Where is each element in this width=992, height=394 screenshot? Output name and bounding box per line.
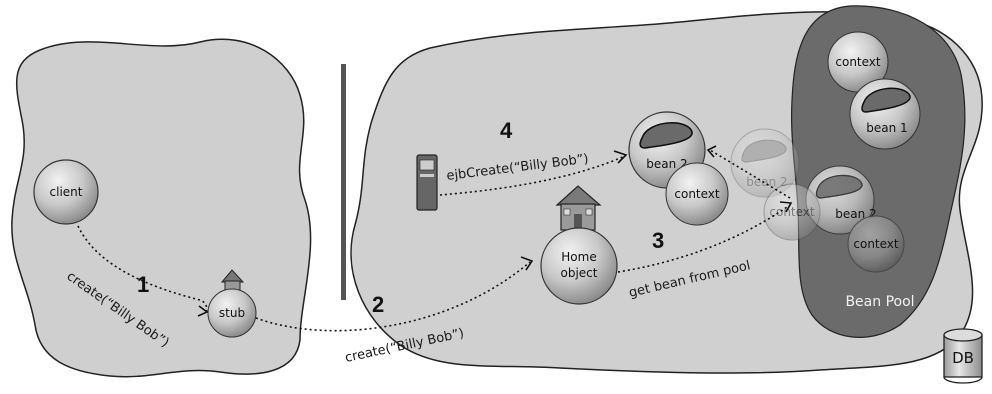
bean-icon	[639, 122, 693, 149]
bean-icon	[861, 87, 911, 113]
bean-pool	[791, 5, 966, 338]
client-label: client	[50, 185, 83, 199]
home-object-label-2: object	[561, 266, 598, 280]
client: client	[33, 159, 99, 225]
pool-bean1: bean 1	[849, 78, 921, 150]
step4-number: 4	[500, 118, 513, 143]
context-active: context	[665, 162, 729, 226]
ghost-bean2: bean 2	[730, 128, 800, 198]
pool-context-top: context	[827, 31, 889, 93]
house-icon	[555, 185, 602, 231]
arrow-ejbobject-to-bean2	[439, 155, 626, 196]
home-object: Home object	[540, 185, 618, 305]
step3-number: 3	[652, 228, 664, 253]
arrow-client-to-stub	[77, 225, 208, 313]
pool-context-top-label: context	[835, 55, 881, 69]
house-icon	[220, 269, 245, 293]
home-object-label-1: Home	[561, 250, 596, 264]
pool-bean1-label: bean 1	[866, 121, 907, 135]
pool-context-bottom-label: context	[853, 237, 899, 251]
bean2-label: bean 2	[646, 157, 687, 171]
network-divider	[341, 64, 346, 300]
arrow-stub-to-home	[255, 261, 531, 332]
ghost-context: context	[763, 183, 821, 241]
ejb-object-icon	[416, 154, 438, 211]
arrow-pool-to-bean2	[709, 149, 791, 199]
pool-context-bottom: context	[847, 215, 905, 273]
database-icon: DB	[943, 328, 983, 384]
ghost-context-label: context	[769, 205, 815, 219]
step2-number: 2	[372, 292, 384, 317]
ghost-bean2-label: bean 2	[746, 175, 787, 189]
pool-bean2: bean 2	[805, 165, 877, 235]
context-label: context	[674, 187, 720, 201]
db-label: DB	[952, 349, 974, 367]
step1-number: 1	[137, 272, 149, 297]
stub: stub	[207, 269, 257, 338]
bean-icon	[815, 174, 863, 199]
stub-label: stub	[219, 306, 245, 320]
bean-pool-label: Bean Pool	[845, 294, 914, 310]
